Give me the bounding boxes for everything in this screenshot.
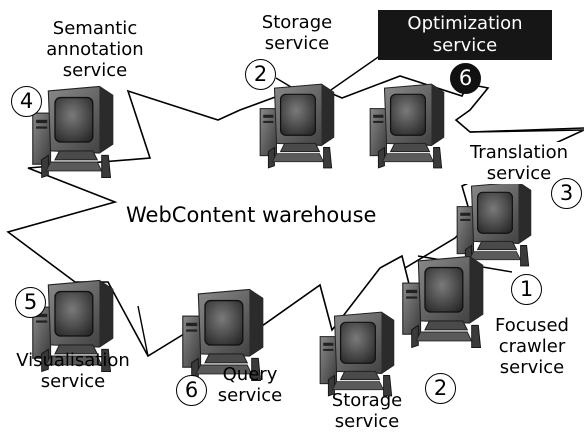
- computer-translation: [456, 181, 532, 267]
- computer-focused-crawler: [402, 255, 484, 349]
- label-semantic-annotation: Semantic annotation service: [46, 18, 144, 81]
- computer-semantic-annotation: [32, 85, 114, 179]
- badge-number-translation: 3: [551, 178, 582, 209]
- connector-visualisation: [137, 305, 149, 357]
- computer-storage-top: [259, 83, 335, 169]
- label-translation: Translation service: [458, 142, 580, 184]
- badge-number-optimization: 6: [450, 63, 481, 94]
- badge-number-storage-top: 2: [245, 59, 276, 90]
- label-visualisation: Visualisation service: [16, 350, 130, 392]
- computer-optimization: [369, 83, 445, 169]
- label-storage-top: Storage service: [261, 12, 333, 54]
- badge-number-query: 6: [176, 375, 207, 406]
- badge-number-semantic: 4: [11, 86, 42, 117]
- badge-number-visualisation: 5: [15, 287, 46, 318]
- badge-number-crawler: 1: [511, 274, 542, 305]
- label-query: Query service: [217, 364, 283, 406]
- badge-number-storage-bottom: 2: [425, 373, 456, 404]
- label-optimization: Optimization service: [378, 10, 552, 60]
- connector-translation: [469, 127, 584, 133]
- warehouse-title: WebContent warehouse: [126, 203, 377, 227]
- label-focused-crawler: Focused crawler service: [495, 315, 569, 378]
- label-storage-bottom: Storage service: [331, 390, 403, 432]
